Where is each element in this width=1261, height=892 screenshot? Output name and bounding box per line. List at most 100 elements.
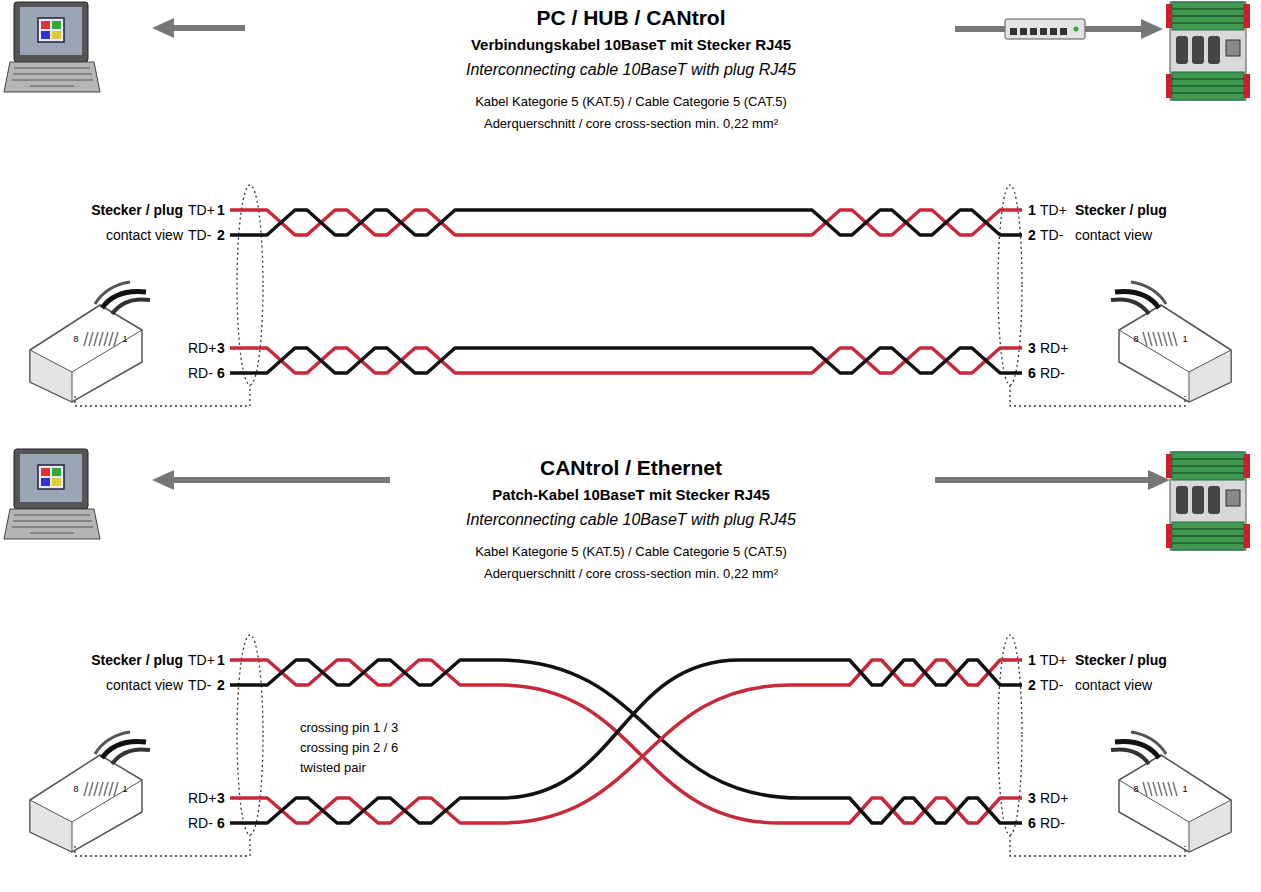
signal-name: contact view: [106, 227, 183, 243]
cable-wire: [230, 798, 500, 823]
pin-number: 6: [217, 815, 225, 831]
plug-pin-number: 1: [122, 334, 127, 344]
drawing-part: [30, 282, 150, 402]
laptop-icon: [4, 2, 100, 92]
laptop-icon: [4, 449, 100, 539]
pin-number: 3: [217, 340, 225, 356]
signal-name: RD+: [1040, 340, 1068, 356]
drawing-part: [152, 470, 174, 490]
pin-number: 2: [217, 227, 225, 243]
signal-name: TD+: [188, 202, 215, 218]
drawing-part: [1111, 282, 1231, 402]
note: Kabel Kategorie 5 (KAT.5) / Cable Catego…: [475, 95, 787, 110]
signal-name: TD+: [1040, 652, 1067, 668]
rj45-plug: [30, 282, 150, 402]
pin-number: 3: [1028, 790, 1036, 806]
drawing-part: [4, 2, 100, 92]
signal-name: contact view: [1075, 227, 1152, 243]
drawing-part: [1060, 28, 1067, 35]
drawing-part: [935, 477, 1152, 483]
cantrol-device: [1166, 2, 1250, 100]
drawing-part: [4, 449, 100, 539]
cable-wire: [230, 348, 1022, 373]
cable-wire: [500, 685, 790, 823]
signal-name: RD+: [1040, 790, 1068, 806]
plug-label: Stecker / plug: [91, 652, 183, 668]
drawing-part: [1141, 19, 1163, 39]
drawing-part: [1005, 19, 1085, 39]
pin-number: 6: [1028, 815, 1036, 831]
cable-wire: [800, 798, 1022, 823]
pin-number: 3: [217, 790, 225, 806]
plug-pin-number: 8: [73, 784, 78, 794]
plug-label: Stecker / plug: [1075, 202, 1167, 218]
signal-name: TD-: [188, 677, 211, 693]
signal-name: TD-: [188, 227, 211, 243]
pin-number: 6: [1028, 365, 1036, 381]
drawing-part: [1111, 732, 1231, 852]
drawing-part: [75, 635, 1185, 856]
drawing-part: [170, 25, 245, 31]
subheading: Interconnecting cable 10BaseT with plug …: [466, 511, 796, 529]
signal-name: RD+: [188, 790, 216, 806]
plug-label: Stecker / plug: [91, 202, 183, 218]
note: twisted pair: [300, 761, 366, 776]
drawing-part: [1040, 28, 1047, 35]
signal-name: contact view: [1075, 677, 1152, 693]
drawing-part: [75, 185, 1185, 406]
plug-pin-number: 1: [1182, 334, 1187, 344]
drawing-part: [30, 732, 150, 852]
pin-number: 1: [1028, 202, 1036, 218]
drawing-part: [1050, 28, 1057, 35]
subheading: Interconnecting cable 10BaseT with plug …: [466, 61, 796, 79]
cable-wire: [740, 660, 1022, 685]
direction-arrow: [152, 18, 1170, 490]
drawing-part: [1010, 28, 1017, 35]
cable-wire: [230, 210, 1022, 235]
drawing-part: [1166, 2, 1250, 100]
note: Aderquerschnitt / core cross-section min…: [484, 117, 778, 132]
signal-name: contact view: [106, 677, 183, 693]
plug-pin-number: 1: [1182, 784, 1187, 794]
pin-number: 1: [217, 652, 225, 668]
cable-end-bracket: [75, 635, 1185, 856]
plug-pin-number: 1: [122, 784, 127, 794]
plug-label: Stecker / plug: [1075, 652, 1167, 668]
rj45-plug: [1111, 282, 1231, 402]
pin-number: 1: [1028, 652, 1036, 668]
cable-wire: [780, 798, 1022, 823]
cable-wire: [230, 210, 1022, 235]
plug-pin-number: 8: [73, 334, 78, 344]
signal-name: TD+: [1040, 202, 1067, 218]
cable-wire: [230, 660, 500, 685]
cable-wire: [230, 348, 1022, 373]
pin-number: 6: [217, 365, 225, 381]
cable-wire: [500, 660, 740, 798]
drawing-part: [1148, 470, 1170, 490]
subheading: Patch-Kabel 10BaseT mit Stecker RJ45: [492, 486, 770, 503]
heading: PC / HUB / CANtrol: [537, 6, 726, 30]
pin-number: 2: [217, 677, 225, 693]
cantrol-device: [1166, 452, 1250, 550]
drawing-part: [1020, 28, 1027, 35]
cable-end-bracket: [75, 185, 1185, 406]
cable-wire: [500, 660, 800, 798]
signal-name: RD-: [1040, 365, 1065, 381]
note: Kabel Kategorie 5 (KAT.5) / Cable Catego…: [475, 545, 787, 560]
cable-wire: [230, 798, 500, 823]
drawing-part: [1030, 28, 1037, 35]
heading: CANtrol / Ethernet: [540, 456, 722, 480]
drawing-part: [152, 18, 174, 38]
cable-wires: [230, 210, 1022, 823]
pin-number: 3: [1028, 340, 1036, 356]
rj45-plug: [30, 732, 150, 852]
subheading: Verbindungskabel 10BaseT mit Stecker RJ4…: [471, 36, 791, 53]
drawing-part: [1166, 452, 1250, 550]
rj45-plug: [1111, 732, 1231, 852]
plug-pin-number: 8: [1133, 334, 1138, 344]
drawing-part: [170, 477, 390, 483]
pin-number: 2: [1028, 227, 1036, 243]
signal-name: RD-: [1040, 815, 1065, 831]
